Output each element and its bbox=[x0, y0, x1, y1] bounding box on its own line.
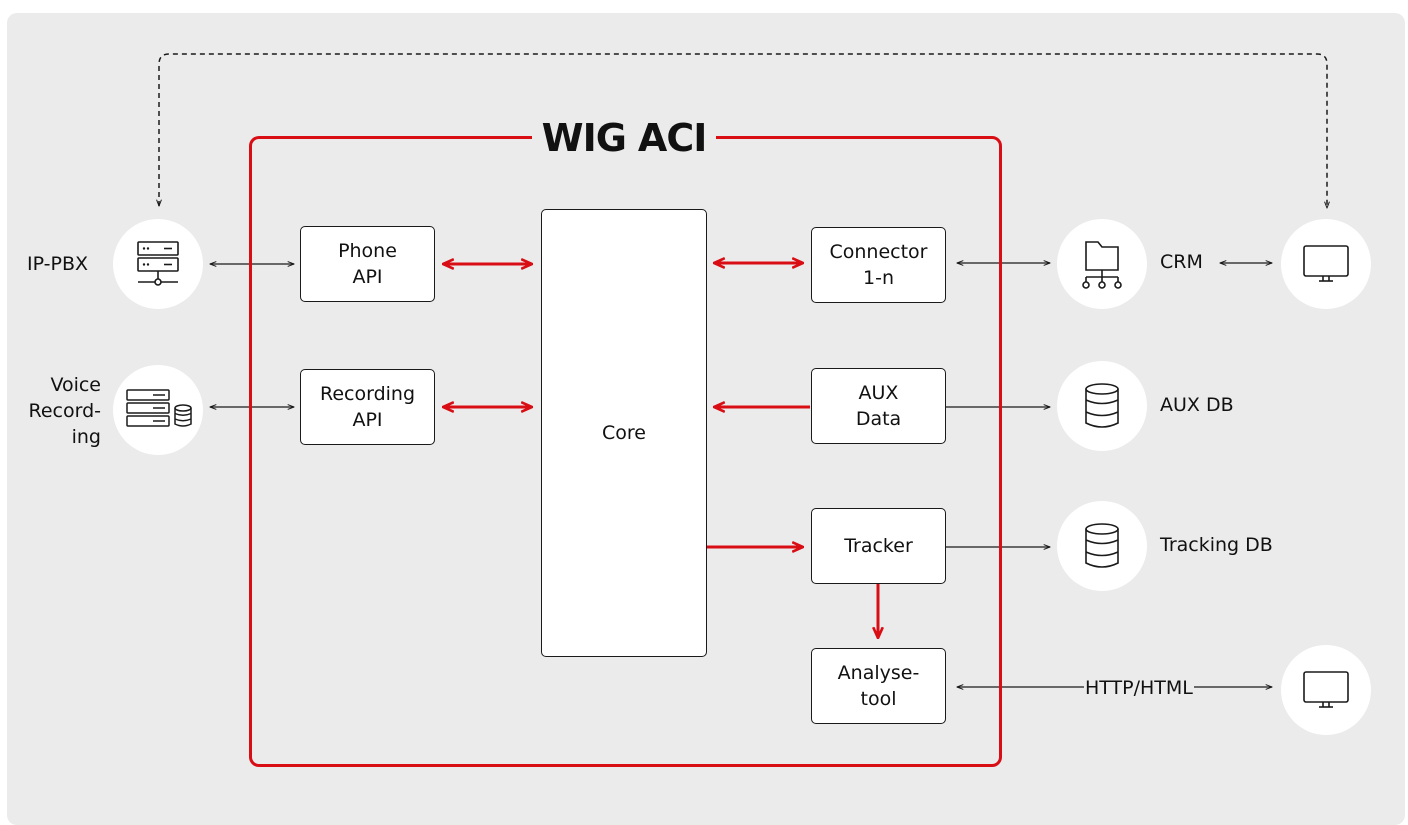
phone-api-box: Phone API bbox=[300, 226, 435, 302]
voice-recording-line3: ing bbox=[71, 426, 101, 448]
aux-data-box: AUX Data bbox=[811, 368, 946, 444]
core-box: Core bbox=[541, 209, 707, 657]
server-rack-icon bbox=[137, 241, 179, 286]
voice-recording-node bbox=[113, 365, 203, 455]
recording-api-box: Recording API bbox=[300, 369, 435, 445]
analysetool-line2: tool bbox=[860, 688, 897, 710]
core-label: Core bbox=[602, 422, 646, 444]
recording-api-line1: Recording bbox=[319, 383, 416, 405]
connector-box: Connector 1-n bbox=[811, 227, 946, 303]
connector-line2: 1-n bbox=[863, 267, 894, 289]
database-icon bbox=[1085, 523, 1119, 568]
database-icon bbox=[1085, 383, 1119, 428]
crm-label: CRM bbox=[1160, 251, 1203, 273]
analysetool-line1: Analyse- bbox=[837, 662, 920, 684]
crm-node bbox=[1057, 219, 1147, 309]
analysetool-box: Analyse- tool bbox=[811, 648, 946, 724]
brand-mark: WIG bbox=[541, 116, 627, 160]
tracking-db-label: Tracking DB bbox=[1160, 534, 1273, 556]
dashed-loop-line bbox=[159, 53, 1327, 208]
phone-api-line1: Phone bbox=[338, 240, 397, 262]
voice-recording-line1: Voice bbox=[50, 374, 101, 396]
recording-api-line2: API bbox=[352, 409, 383, 431]
http-html-label: HTTP/HTML bbox=[1084, 675, 1194, 701]
voice-recording-line2: Record- bbox=[28, 400, 101, 422]
web-client-node bbox=[1281, 645, 1371, 735]
aux-db-label: AUX DB bbox=[1160, 394, 1234, 416]
tracker-box: Tracker bbox=[811, 508, 946, 584]
ip-pbx-label: IP-PBX bbox=[27, 253, 89, 275]
aux-data-line2: Data bbox=[855, 408, 902, 430]
crm-client-node bbox=[1281, 219, 1371, 309]
connector-line1: Connector bbox=[829, 241, 928, 263]
folder-network-icon bbox=[1082, 241, 1122, 289]
ip-pbx-node bbox=[113, 219, 203, 309]
brand-logo: WIG ACI bbox=[532, 114, 716, 162]
voice-recording-label: Voice Record- ing bbox=[14, 372, 101, 450]
tracker-label: Tracker bbox=[844, 535, 913, 557]
brand-name: ACI bbox=[637, 116, 707, 160]
aux-db-node bbox=[1057, 361, 1147, 451]
monitor-icon bbox=[1303, 245, 1349, 282]
aux-data-line1: AUX bbox=[858, 382, 899, 404]
tracking-db-node bbox=[1057, 501, 1147, 591]
monitor-icon bbox=[1303, 671, 1349, 708]
phone-api-line2: API bbox=[352, 266, 383, 288]
server-database-icon bbox=[126, 389, 192, 427]
